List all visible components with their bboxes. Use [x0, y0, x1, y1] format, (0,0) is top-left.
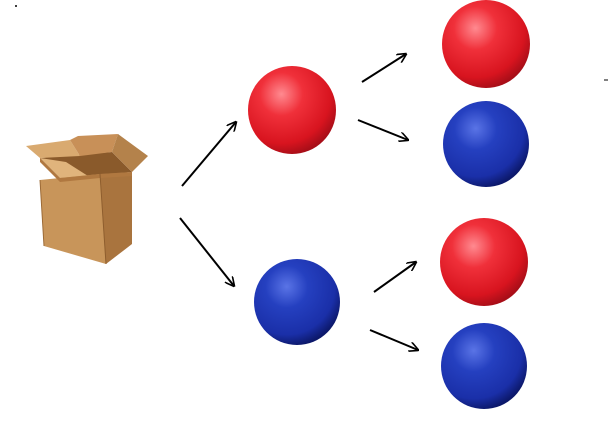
blue-ball-icon: [443, 101, 529, 187]
arrow-red-to-blue: [357, 119, 408, 140]
red-ball-icon: [248, 66, 336, 154]
arrow-red-to-red: [361, 54, 406, 83]
arrow-to-first-red: [181, 122, 236, 187]
blue-ball-icon: [254, 259, 340, 345]
stray-dot: [15, 5, 17, 7]
arrow-blue-to-red: [373, 262, 416, 293]
red-ball-icon: [440, 218, 528, 306]
arrow-to-first-blue: [179, 217, 234, 286]
blue-ball-icon: [441, 323, 527, 409]
red-ball-icon: [442, 0, 530, 88]
cardboard-box-icon: [26, 134, 148, 265]
arrow-blue-to-blue: [369, 329, 418, 350]
